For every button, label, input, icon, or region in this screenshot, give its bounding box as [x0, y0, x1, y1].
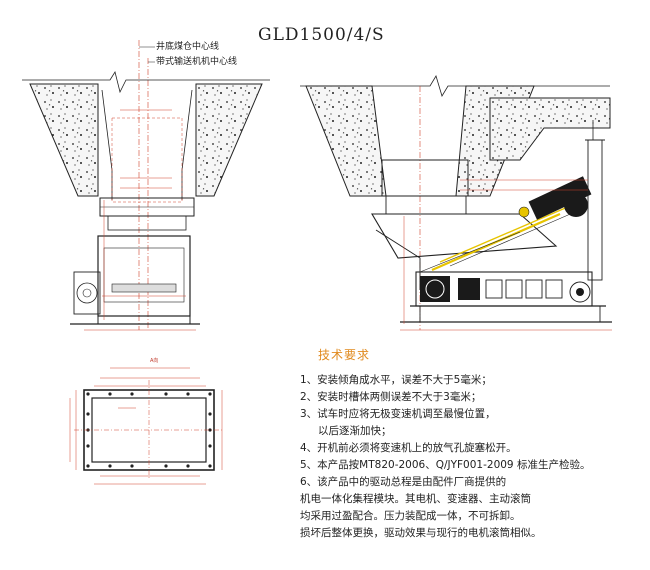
requirement-item: 3、试车时应将无极变速机调至最慢位置， [300, 408, 496, 420]
motor-end [73, 271, 101, 315]
bin-wall-left [29, 83, 99, 197]
requirement-item: 机电一体化集程模块。其电机、变速器、主动滚筒 [300, 493, 531, 505]
requirement-item: 6、该产品中的驱动总程是由配件厂商提供的 [300, 476, 507, 488]
requirements-title: 技术要求 [318, 348, 371, 362]
feeder-body [97, 235, 191, 317]
requirement-item: 损坏后整体更换，驱动效果与现行的电机滚筒相似。 [300, 527, 542, 539]
requirement-item: 1、安装倾角成水平，误差不大于5毫米； [300, 374, 492, 386]
conveyor-centerline-label: 带式输送机机中心线 [156, 55, 237, 67]
bolt-holes [86, 392, 212, 468]
view-a-label: A向 [150, 357, 158, 364]
requirement-item: 均采用过盈配合。压力装配成一体，不可拆卸。 [300, 510, 521, 522]
requirement-item: 4、开机前必须将变速机上的放气孔旋塞松开。 [300, 442, 517, 454]
drive-motor [564, 193, 588, 217]
drawing-title: GLD1500/4/S [258, 25, 385, 45]
side-view [300, 75, 612, 331]
requirement-item: 以后逐渐加快； [318, 425, 392, 437]
inclined-belt [431, 212, 561, 272]
plan-view-a: A向 [69, 357, 224, 485]
side-slab [489, 97, 611, 161]
bin-wall-right [195, 83, 263, 197]
side-wall-left [305, 85, 387, 197]
drive-unit [528, 176, 592, 220]
side-hopper [381, 159, 469, 197]
requirement-item: 5、本产品按MT820-2006、Q/JYF001-2009 标准生产检验。 [300, 459, 591, 471]
requirement-item: 2、安装时槽体两侧误差不大于3毫米； [300, 391, 482, 403]
front-view: 井底煤仓中心线 带式输送机机中心线 [22, 40, 270, 331]
belt-trough [111, 283, 177, 293]
requirements-list: 1、安装倾角成水平，误差不大于5毫米； 2、安装时槽体两侧误差不大于3毫米； 3… [300, 372, 640, 542]
ground-line [22, 70, 270, 94]
bin-centerline-label: 井底煤仓中心线 [156, 40, 219, 52]
